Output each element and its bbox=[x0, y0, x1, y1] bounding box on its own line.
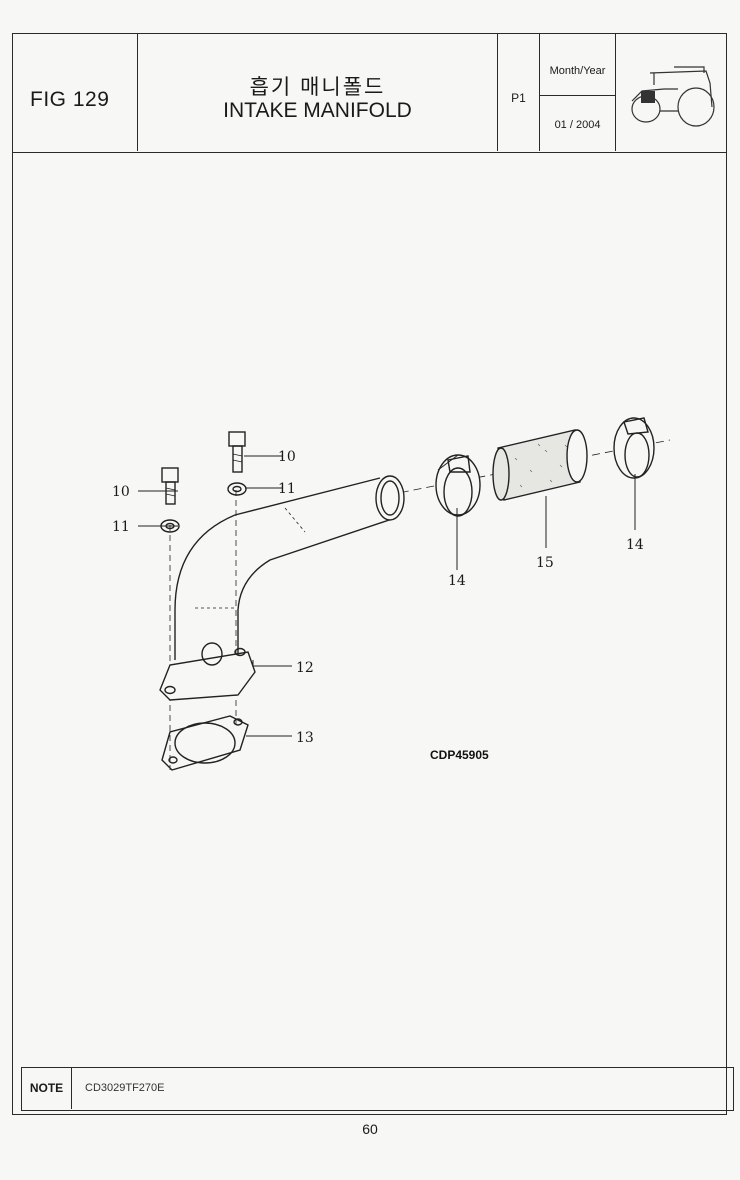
hose-clamp-left bbox=[435, 454, 481, 517]
title-english: INTAKE MANIFOLD bbox=[223, 99, 412, 122]
drawing-code: CDP45905 bbox=[430, 748, 489, 762]
date-label: Month/Year bbox=[549, 65, 606, 77]
bolt-right bbox=[228, 431, 246, 473]
title-korean: 흡기 매니폴드 bbox=[249, 76, 386, 99]
callout-bolt-right: 10 bbox=[278, 449, 296, 465]
date-value: 01 / 2004 bbox=[554, 119, 601, 131]
callout-clamp-right: 14 bbox=[626, 537, 644, 553]
callout-manifold: 12 bbox=[296, 660, 314, 676]
callout-washer-right: 11 bbox=[278, 481, 296, 497]
fig-number: FIG 129 bbox=[30, 88, 110, 111]
parts-diagram: 10 11 10 11 12 13 14 15 14 CDP45905 bbox=[112, 417, 671, 771]
fig-cell: FIG 129 bbox=[12, 33, 138, 151]
intake-hose bbox=[492, 429, 588, 501]
title-cell: 흡기 매니폴드 INTAKE MANIFOLD bbox=[138, 33, 498, 151]
callout-gasket: 13 bbox=[296, 730, 314, 746]
callout-washer-left: 11 bbox=[112, 519, 130, 535]
note-box: NOTE CD3029TF270E bbox=[21, 1067, 734, 1111]
page-code-cell: P1 bbox=[498, 33, 540, 151]
date-divider bbox=[540, 95, 615, 96]
manifold-gasket bbox=[161, 715, 249, 771]
date-cell: Month/Year 01 / 2004 bbox=[540, 33, 616, 151]
intake-manifold bbox=[159, 475, 405, 701]
hose-clamp-right bbox=[613, 417, 655, 479]
note-label: NOTE bbox=[22, 1068, 72, 1109]
washer-right bbox=[227, 482, 247, 496]
note-text: CD3029TF270E bbox=[85, 1082, 165, 1094]
callout-bolt-left: 10 bbox=[112, 484, 130, 500]
thumbnail-cell bbox=[616, 33, 727, 151]
bolt-left bbox=[161, 467, 179, 505]
header: FIG 129 흡기 매니폴드 INTAKE MANIFOLD P1 Month… bbox=[12, 33, 727, 153]
page-number: 60 bbox=[362, 1121, 378, 1137]
page-frame bbox=[12, 33, 727, 1115]
callout-clamp-left: 14 bbox=[448, 573, 466, 589]
page-code: P1 bbox=[511, 91, 526, 105]
tractor-icon bbox=[631, 66, 715, 127]
callout-hose: 15 bbox=[536, 555, 554, 571]
